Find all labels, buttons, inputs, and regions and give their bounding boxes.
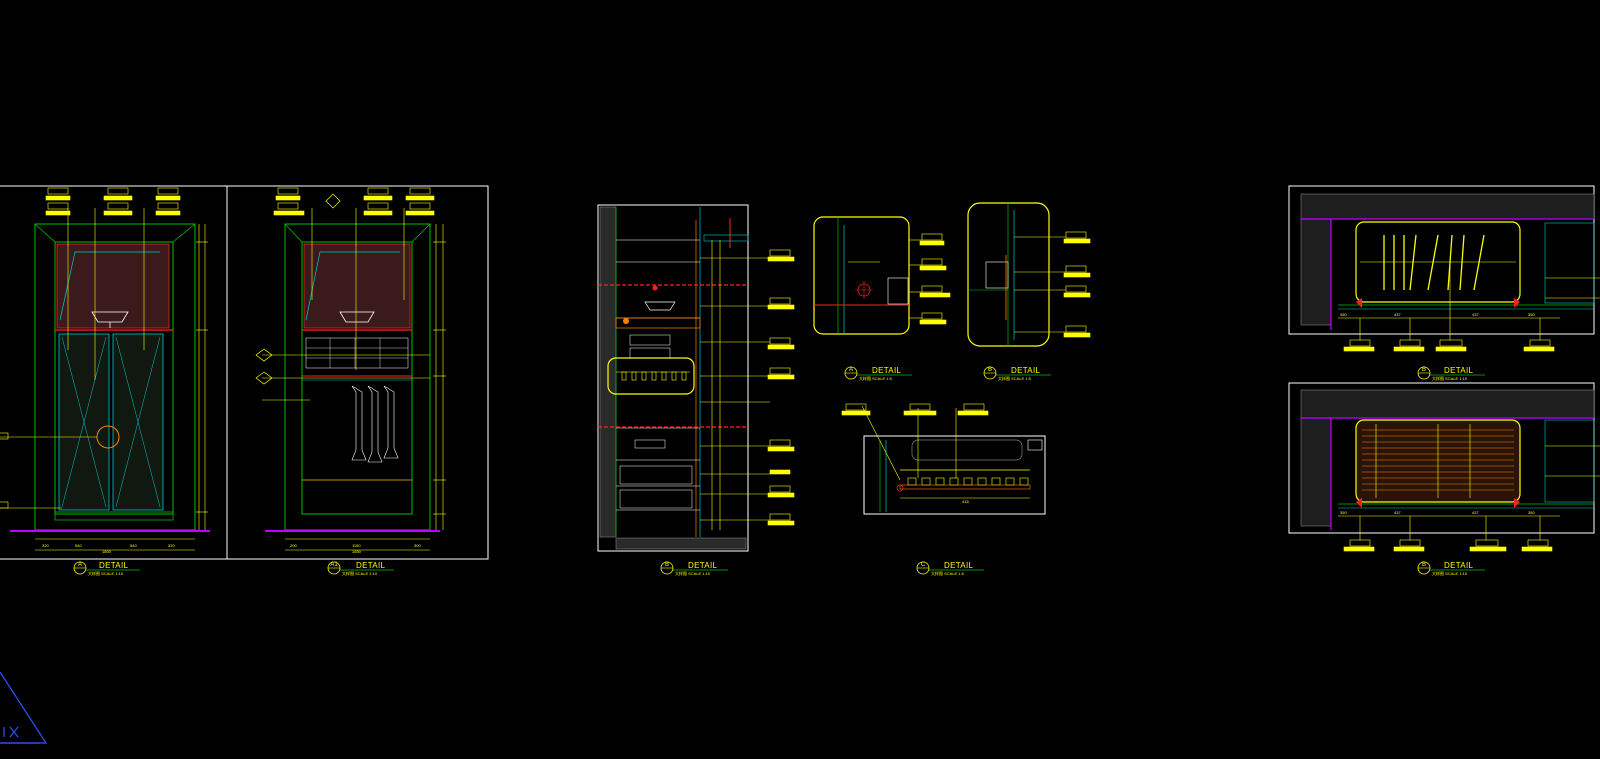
detail-subtitle: 大样图 SCALE 1:10: [88, 570, 124, 576]
dim-a1-3: 300: [414, 543, 421, 548]
detail-drawing-a-small[interactable]: [813, 216, 951, 335]
detail-tag-label: A: [78, 562, 82, 568]
detail-drawing-c[interactable]: 418: [841, 403, 1046, 515]
detail-label-b-section[interactable]: B DETAIL 大样图 SCALE 1:10: [660, 561, 728, 576]
detail-subtitle: 大样图 SCALE 1:5: [859, 375, 893, 381]
dim-b1-1: 350: [1340, 312, 1347, 317]
detail-tag-label: B: [988, 367, 992, 373]
detail-title: DETAIL: [944, 561, 973, 570]
detail-title: DETAIL: [99, 561, 128, 570]
dim-b1-4: 350: [1528, 312, 1535, 317]
dim-a-total: 1800: [102, 549, 112, 554]
detail-tag-label: B: [1422, 367, 1426, 373]
elevation-drawing-a[interactable]: 320 540 540 320 1800: [0, 187, 210, 554]
detail-title: DETAIL: [872, 366, 901, 375]
detail-label-b-small[interactable]: B DETAIL 大样图 SCALE 1:5: [983, 366, 1051, 381]
detail-title: DETAIL: [356, 561, 385, 570]
dim-c-inner: 418: [962, 499, 969, 504]
detail-subtitle: 大样图 SCALE 1:10: [342, 570, 378, 576]
detail-label-a1-elevation[interactable]: A1 DETAIL 大样图 SCALE 1:10: [327, 561, 394, 576]
sheet-frame-elevations: [0, 185, 489, 560]
dim-a-2: 540: [75, 543, 82, 548]
dim-b2-2: 437: [1394, 510, 1401, 515]
detail-tag-label: B: [1422, 562, 1426, 568]
dim-b2-1: 350: [1340, 510, 1347, 515]
detail-tag-label: B: [665, 562, 669, 568]
plan-drawing-b-bottom[interactable]: 350 437 437 350: [1288, 382, 1600, 552]
detail-title: DETAIL: [688, 561, 717, 570]
detail-tag-label: A: [849, 367, 853, 373]
elevation-drawing-a1[interactable]: 200 1150 300 1650: [255, 187, 446, 554]
dim-a-4: 320: [168, 543, 175, 548]
dim-a-1: 320: [42, 543, 49, 548]
detail-label-b-plan-bottom[interactable]: B DETAIL 大样图 SCALE 1:10: [1417, 561, 1485, 576]
detail-title: DETAIL: [1444, 366, 1473, 375]
detail-drawing-b-small[interactable]: [967, 202, 1091, 347]
detail-subtitle: 大样图 SCALE 1:5: [931, 570, 965, 576]
detail-subtitle: 大样图 SCALE 1:10: [675, 570, 711, 576]
dim-b2-4: 350: [1528, 510, 1535, 515]
detail-subtitle: 大样图 SCALE 1:10: [1432, 375, 1468, 381]
detail-title: DETAIL: [1011, 366, 1040, 375]
dim-a1-2: 1150: [352, 543, 361, 548]
plan-drawing-b-top[interactable]: 350 437 437 350: [1288, 185, 1600, 352]
detail-subtitle: 大样图 SCALE 1:5: [998, 375, 1032, 381]
dim-b1-2: 437: [1394, 312, 1401, 317]
dim-a-3: 540: [130, 543, 137, 548]
detail-label-a-elevation[interactable]: A DETAIL 大样图 SCALE 1:10: [73, 561, 140, 576]
detail-tag-label: A1: [330, 562, 338, 568]
detail-label-c[interactable]: C DETAIL 大样图 SCALE 1:5: [916, 561, 984, 576]
detail-tag-label: C: [921, 562, 926, 568]
ucs-icon: [0, 671, 48, 744]
dim-b2-3: 437: [1472, 510, 1479, 515]
dim-a1-total: 1650: [352, 549, 362, 554]
detail-title: DETAIL: [1444, 561, 1473, 570]
dim-b1-3: 437: [1472, 312, 1479, 317]
detail-subtitle: 大样图 SCALE 1:10: [1432, 570, 1468, 576]
section-drawing-b[interactable]: [597, 204, 795, 552]
detail-label-a-small[interactable]: A DETAIL 大样图 SCALE 1:5: [844, 366, 912, 381]
dim-a1-1: 200: [290, 543, 297, 548]
detail-label-b-plan-top[interactable]: B DETAIL 大样图 SCALE 1:10: [1417, 366, 1485, 381]
